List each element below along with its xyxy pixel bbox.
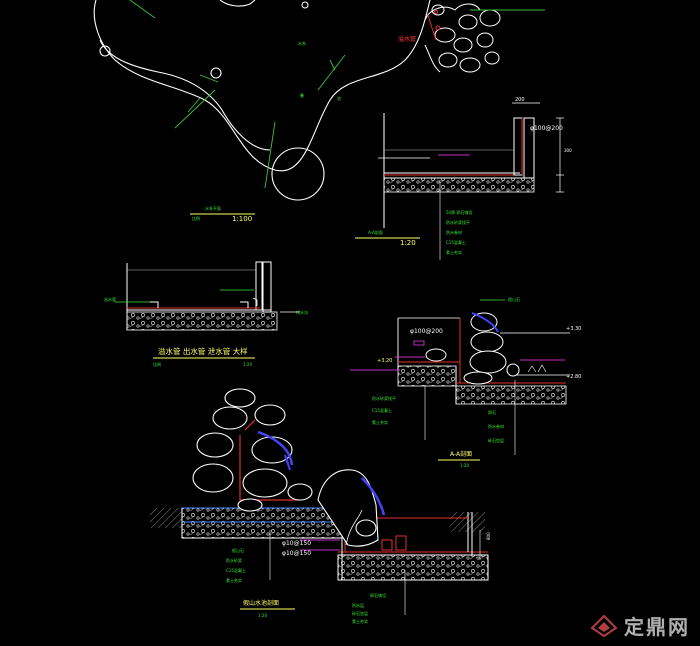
plan-label-b: 叠 (300, 93, 304, 98)
section-a-notes: 50厚 卵石铺设 防水砂浆找平 防水卷材 C15混凝土 素土夯实 (446, 209, 472, 255)
section-d-notes-bottom: 卵石铺设 防水层 碎石垫层 素土夯实 (352, 592, 386, 624)
section-d-note-left-2: 防水砂浆 (226, 557, 242, 563)
section-d-note-bottom-4: 素土夯实 (352, 618, 368, 624)
section-c-scale: 1:20 (460, 463, 469, 468)
section-d-title: 假山水池剖面 (243, 599, 279, 607)
section-b-scale-left: 比例 (153, 361, 161, 367)
section-d-pipe-a: φ10@150 (282, 540, 311, 547)
section-a-scale: 1:20 (400, 239, 416, 247)
section-c-note-right-3: 碎石垫层 (488, 437, 504, 443)
section-a-dim-top: 200 (515, 97, 525, 103)
section-d-note-left-1: 假山石 (232, 547, 244, 553)
section-d-note-left-3: C15混凝土 (226, 567, 246, 573)
plan-rock-cluster (424, 3, 501, 73)
plan-red-water (427, 10, 441, 41)
section-d (150, 388, 489, 615)
section-a-note-5: 素土夯实 (446, 249, 462, 255)
section-b-right-label: 排水沟 (296, 309, 308, 315)
section-d-notes-left: 假山石 防水砂浆 C15混凝土 素土夯实 (226, 547, 246, 583)
plan-title-left: 比例 (192, 215, 200, 221)
section-a-dim-right: 300 (564, 148, 572, 153)
section-c-note-left-2: C15混凝土 (372, 407, 392, 413)
section-b-left-label: 溢水管 (104, 296, 116, 302)
section-c-elev-left: +3.20 (377, 358, 392, 364)
watermark-text: 定鼎网 (624, 615, 690, 639)
section-c (350, 299, 570, 455)
section-d-note-bottom-3: 碎石垫层 (352, 610, 368, 616)
section-c-top-label: 假山石 (508, 296, 520, 302)
section-a-note-2: 防水砂浆找平 (446, 219, 470, 225)
section-c-note-right-2: 防水卷材 (488, 423, 504, 429)
section-a-note-3: 防水卷材 (446, 229, 462, 235)
plan-title-small: 水系平面 (205, 205, 221, 211)
plan-label-c: 池 (337, 95, 341, 101)
section-c-notes-right: 卵石 防水卷材 碎石垫层 (488, 409, 504, 443)
section-a-note-4: C15混凝土 (446, 239, 466, 245)
section-c-elev-right-bottom: +2.80 (566, 374, 581, 380)
plan-label-a: 水系 (298, 40, 306, 46)
section-d-scale: 1:20 (258, 613, 267, 618)
section-b-scale: 1:20 (243, 362, 252, 367)
section-c-note-left-1: 防水砂浆找平 (372, 395, 396, 401)
section-c-elev-right-top: +3.30 (566, 326, 581, 332)
section-d-note-bottom-1: 卵石铺设 (370, 592, 386, 598)
section-a-pipe-label: φ100@200 (530, 125, 563, 132)
plan-callout-red: 溢水管 (398, 35, 416, 43)
section-c-pipe-label: φ100@200 (410, 328, 443, 335)
plan-view (93, 0, 431, 201)
section-a-note-1: 50厚 卵石铺设 (446, 209, 472, 215)
plan-green-leaders (129, 0, 346, 189)
section-c-note-left-3: 素土夯实 (372, 419, 388, 425)
section-a (378, 102, 564, 260)
section-b (115, 261, 300, 331)
section-a-title: A-A剖面 (368, 229, 383, 235)
section-d-note-bottom-2: 防水层 (352, 602, 364, 608)
section-c-notes-left: 防水砂浆找平 C15混凝土 素土夯实 (372, 395, 396, 425)
section-d-dim: 800 (486, 532, 491, 540)
section-b-title: 溢水管 出水管 泄水管 大样 (158, 346, 248, 356)
watermark: 定鼎网 (590, 611, 690, 640)
ding-logo-icon (590, 614, 618, 637)
section-d-pipe-b: φ10@150 (282, 550, 311, 557)
section-d-note-left-4: 素土夯实 (226, 577, 242, 583)
section-c-note-right-1: 卵石 (488, 409, 496, 415)
plan-title-scale: 1:100 (232, 215, 252, 223)
section-c-title: A-A剖面 (450, 450, 472, 458)
